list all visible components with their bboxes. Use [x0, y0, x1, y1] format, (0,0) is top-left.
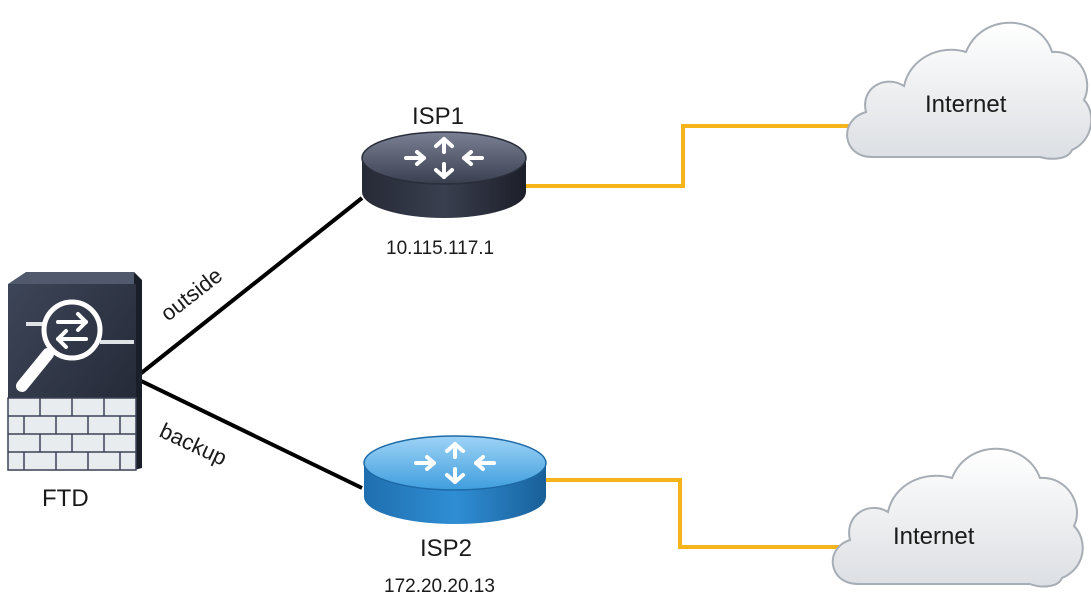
firewall-bar-right	[100, 340, 134, 344]
ftd-firewall[interactable]	[7, 272, 142, 471]
brick-wall	[7, 397, 137, 471]
internet-label-bottom: Internet	[893, 523, 975, 550]
firewall-exchange-icon	[41, 299, 103, 361]
backup-link-label: backup	[156, 418, 231, 471]
isp1-internet-link	[525, 124, 855, 188]
isp1-router-top	[361, 131, 527, 185]
arrows-exchange-icon	[56, 312, 88, 349]
isp1-label: ISP1	[412, 103, 464, 130]
internet-label-top: Internet	[925, 91, 1007, 118]
isp2-label: ISP2	[420, 535, 472, 562]
cloud-icon	[846, 21, 1091, 160]
isp2-internet-link	[545, 478, 840, 549]
isp2-router-top	[363, 435, 547, 491]
links	[133, 124, 855, 549]
outside-link	[133, 196, 364, 380]
magnifier-handle-icon	[16, 348, 54, 392]
isp1-router[interactable]	[361, 131, 527, 218]
internet-cloud-bottom[interactable]	[831, 447, 1084, 588]
isp2-ip: 172.20.20.13	[384, 576, 495, 597]
internet-cloud-top[interactable]	[846, 21, 1091, 160]
router-arrows-icon	[414, 442, 496, 484]
isp2-router[interactable]	[363, 435, 547, 524]
outside-link-label: outside	[156, 263, 227, 326]
router-arrows-icon	[404, 137, 484, 179]
cloud-icon	[831, 447, 1084, 588]
isp1-ip: 10.115.117.1	[386, 238, 494, 259]
firewall-bar-top	[26, 322, 46, 326]
backup-link	[134, 376, 363, 490]
firewall-top-face	[8, 272, 134, 284]
firewall-label: FTD	[42, 485, 89, 512]
